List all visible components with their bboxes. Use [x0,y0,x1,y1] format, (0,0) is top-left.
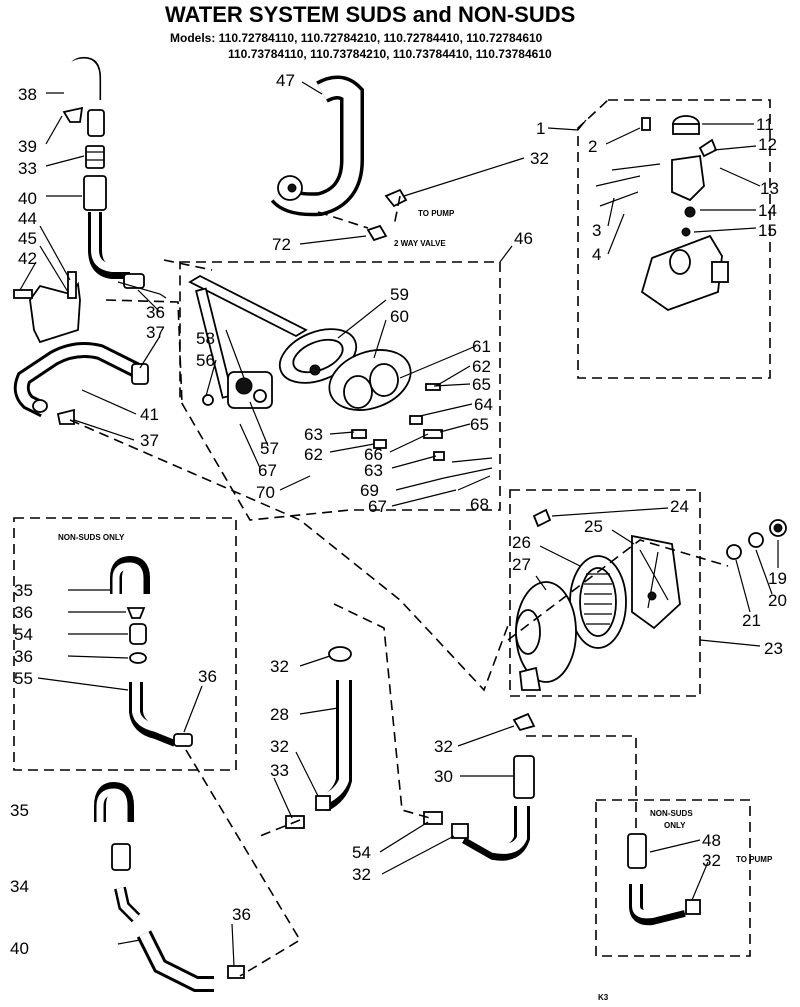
callout-34: 34 [10,877,29,896]
non-suds-right-label-1: NON-SUDS [650,809,693,818]
callout-54: 54 [14,625,33,644]
callout-32-middle-lower: 32 [270,737,289,756]
callout-32-bottom: 32 [352,865,371,884]
two-way-valve-note: 2 WAY VALVE [394,239,446,248]
callout-35: 35 [14,581,33,600]
non-suds-left-parts [110,555,193,747]
callout-26: 26 [512,533,531,552]
callout-62: 62 [472,357,491,376]
callout-67-lower: 67 [368,497,387,516]
page-mark: K3 [598,993,609,1002]
callout-45: 45 [18,229,37,248]
callout-37: 37 [146,323,165,342]
callout-24: 24 [670,497,689,516]
callout-2: 2 [588,137,597,156]
non-suds-right-label-2: ONLY [664,821,686,830]
callout-36-elbow: 36 [198,667,217,686]
models-line-1: Models: 110.72784110, 110.72784210, 110.… [170,31,543,45]
callout-68: 68 [470,495,489,514]
callout-67: 67 [258,461,277,480]
callout-65: 65 [472,375,491,394]
callout-32-right: 32 [434,737,453,756]
diagram-title: WATER SYSTEM SUDS and NON-SUDS [165,2,575,27]
bottom-left-hose-set [94,781,245,992]
callout-38: 38 [18,85,37,104]
callout-33: 33 [18,159,37,178]
hose-28-30 [285,646,536,861]
callout-37-lower: 37 [140,431,159,450]
callout-36-non-suds-lower: 36 [14,647,33,666]
callout-32-middle: 32 [270,657,289,676]
valve-assembly-parts [188,274,493,491]
callout-69: 69 [360,481,379,500]
hose-47 [270,75,408,242]
connection-lines [69,195,729,977]
upper-left-hose-assembly [13,56,167,344]
callout-64: 64 [474,395,493,414]
callout-4: 4 [592,245,601,264]
non-suds-only-left-label: NON-SUDS ONLY [58,533,125,542]
callout-20: 20 [768,591,787,610]
callout-63: 63 [304,425,323,444]
callout-numbers: 38 39 33 40 44 45 42 36 37 41 37 47 32 7… [10,71,787,958]
callout-39: 39 [18,137,37,156]
callout-62-lower: 62 [304,445,323,464]
callout-15: 15 [758,221,777,240]
callout-55: 55 [14,669,33,688]
callout-42: 42 [18,249,37,268]
callout-3: 3 [592,221,601,240]
callout-60: 60 [390,307,409,326]
callout-46: 46 [514,229,533,248]
non-suds-left-outline [13,517,237,771]
callout-63-lower: 63 [364,461,383,480]
callout-47: 47 [276,71,295,90]
callout-35-lower: 35 [10,801,29,820]
to-pump-note-bottom: TO PUMP [736,855,773,864]
to-pump-note-top: TO PUMP [418,209,455,218]
callout-61: 61 [472,337,491,356]
callout-48: 48 [702,831,721,850]
filter-parts [515,508,787,691]
callout-41: 41 [140,405,159,424]
callout-23: 23 [764,639,783,658]
callout-12: 12 [758,135,777,154]
callout-19: 19 [768,569,787,588]
callout-27: 27 [512,555,531,574]
callout-13: 13 [760,179,779,198]
callout-28: 28 [270,705,289,724]
callout-11: 11 [756,115,774,134]
callout-54-lower: 54 [352,843,371,862]
non-suds-right-outline [595,799,751,957]
callout-44: 44 [18,209,37,228]
inlet-valve-parts [595,115,729,312]
callout-58: 58 [196,329,215,348]
callout-40-lower: 40 [10,939,29,958]
callout-32: 32 [530,149,549,168]
callout-21: 21 [742,611,761,630]
callout-66: 66 [364,445,383,464]
callout-36-non-suds: 36 [14,603,33,622]
callout-14: 14 [758,201,777,220]
non-suds-right-parts [627,833,701,926]
callout-leaders [19,81,779,967]
callout-25: 25 [584,517,603,536]
callout-36: 36 [146,303,165,322]
callout-1: 1 [536,119,545,138]
hose-41 [13,342,149,425]
callout-33-lower: 33 [270,761,289,780]
callout-36-bottom: 36 [232,905,251,924]
models-line-2: 110.73784110, 110.73784210, 110.73784410… [228,47,552,61]
callout-56: 56 [196,351,215,370]
callout-32-non-suds-right: 32 [702,851,721,870]
callout-70: 70 [256,483,275,502]
callout-40: 40 [18,189,37,208]
callout-59: 59 [390,285,409,304]
inlet-valve-outline [577,99,771,379]
callout-72: 72 [272,235,291,254]
callout-30: 30 [434,767,453,786]
callout-57: 57 [260,439,279,458]
callout-65-lower: 65 [470,415,489,434]
